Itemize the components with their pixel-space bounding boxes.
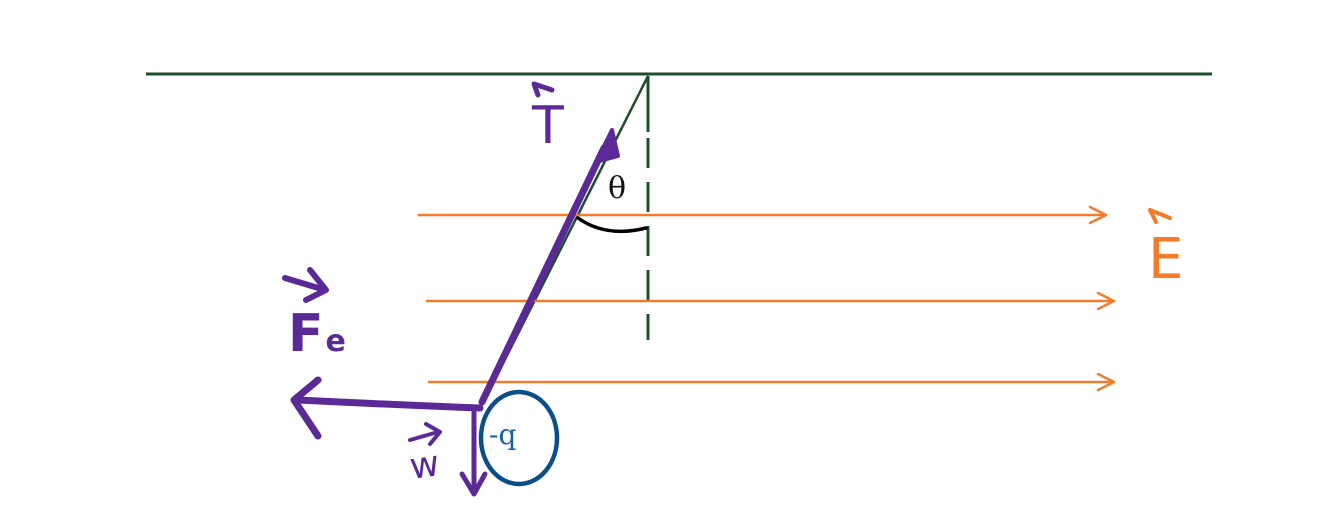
charge-circle	[478, 389, 560, 487]
weight-arrowhead	[459, 471, 488, 497]
tension-arrowhead	[594, 128, 620, 164]
tension-vector	[478, 144, 608, 406]
electric-force-subscript: e	[325, 324, 346, 359]
angle-theta-label: θ	[608, 171, 627, 206]
electric-field-label: E	[1148, 227, 1184, 292]
tension-label: T	[532, 96, 564, 156]
angle-arc	[576, 216, 648, 234]
weight-label: w	[407, 443, 443, 488]
tension-overbar-icon	[531, 81, 555, 98]
electric-force-vector	[294, 396, 484, 412]
electric-force-letter: F	[288, 304, 324, 364]
electric-force-arrowhead	[290, 376, 322, 440]
charge-label: -q	[489, 418, 517, 451]
electric-force-overbar-icon	[282, 267, 329, 303]
field-overbar-icon	[1148, 208, 1172, 224]
weight-overbar-icon	[408, 422, 442, 446]
electric-force-label: Fe	[288, 308, 346, 360]
